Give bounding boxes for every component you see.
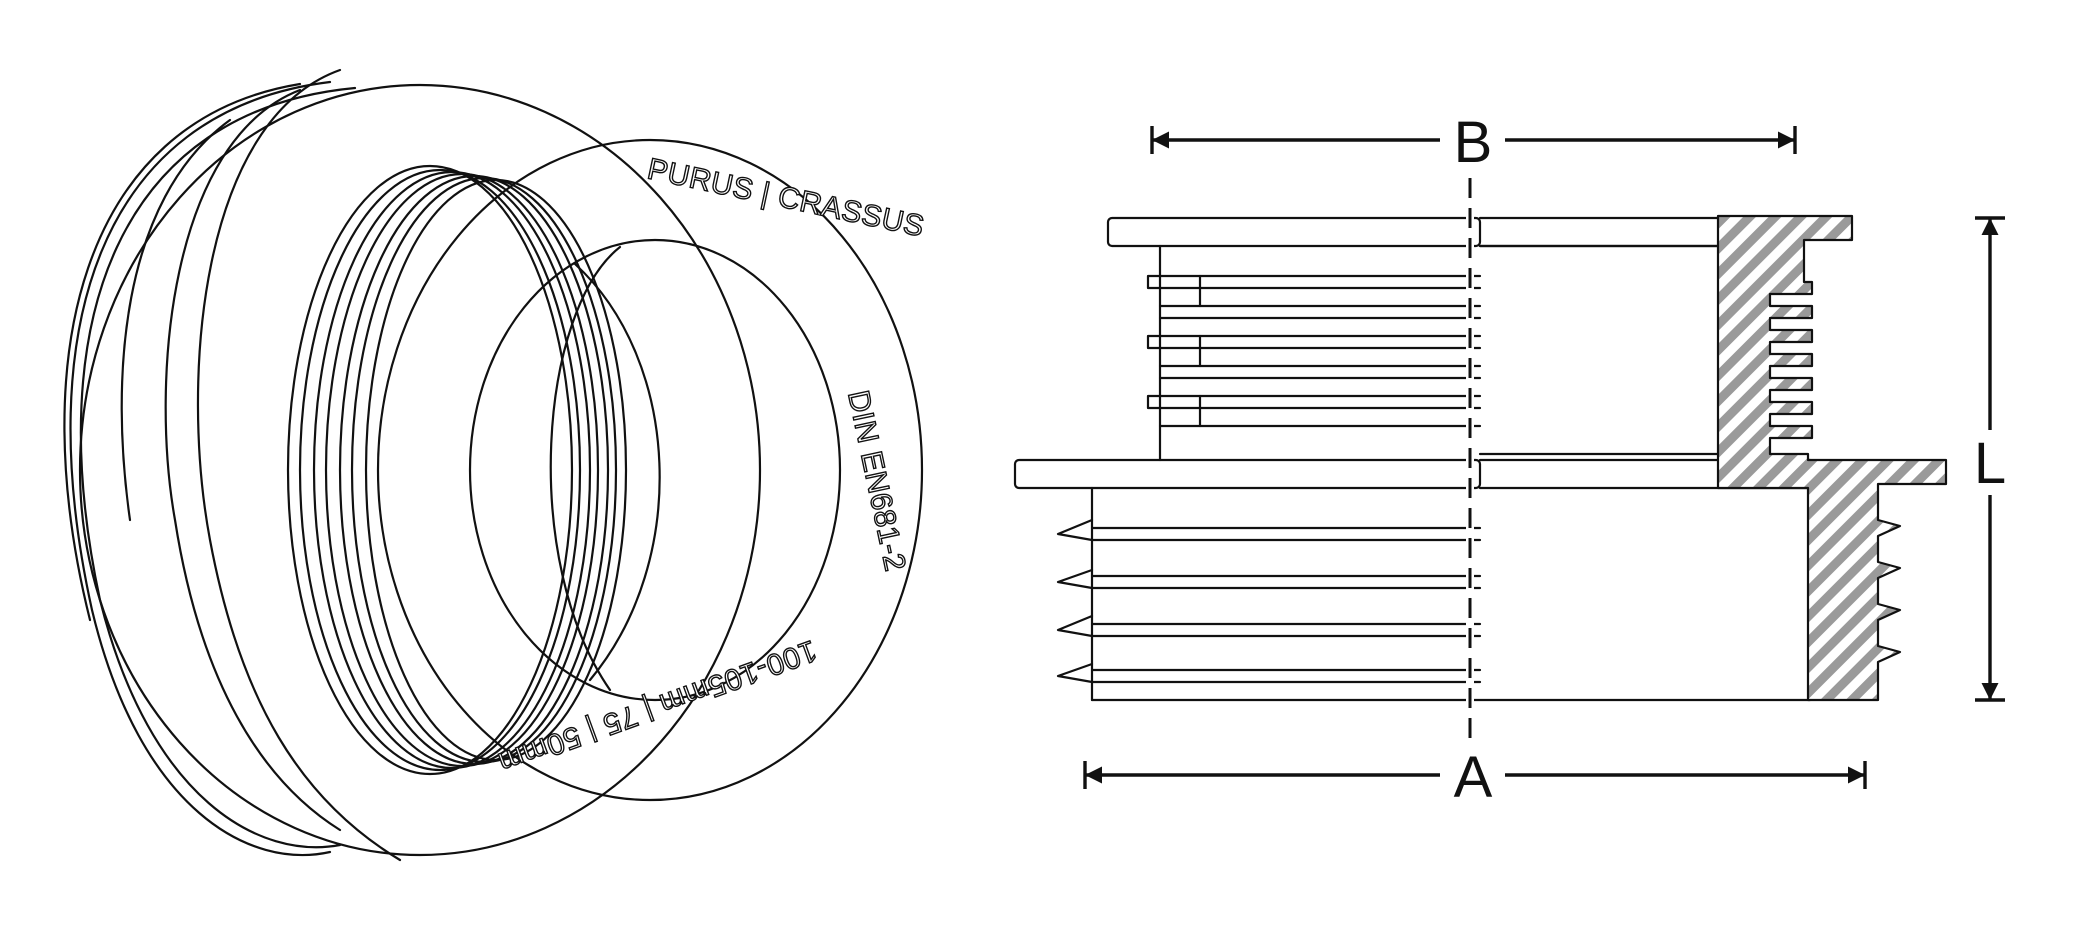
dimension-a-label: A [1454,745,1493,810]
upper-flange [1106,216,1482,248]
back-ring-1 [79,86,357,849]
inner-bore [468,238,842,702]
back-ring-4 [120,118,232,522]
dimension-b: B [1150,110,1797,175]
lower-ribs [1056,486,1812,702]
standard-text: DIN EN681-2 [841,388,912,575]
dimension-l-label: L [1974,431,2006,496]
upper-ribs [1146,244,1737,462]
front-face [376,138,924,802]
back-ring-3 [63,82,302,622]
bore-inner-curve [573,262,661,682]
dimension-l: L [1974,216,2006,702]
back-ring-5 [164,88,342,832]
outer-flange-ring [78,83,762,857]
dimension-b-label: B [1454,110,1493,175]
hatched-section-profile [1716,214,1948,702]
back-ring-2 [69,80,332,857]
bore-inner-edge [549,245,622,692]
embossed-text: PURUS | CRASSUS DIN EN681-2 100-105mm | … [493,152,928,780]
ribbed-barrel [286,164,628,776]
back-ring-6 [196,68,402,862]
lower-flange [1013,458,1482,490]
isometric-product-view: PURUS | CRASSUS DIN EN681-2 100-105mm | … [63,68,928,862]
dimension-a: A [1083,745,1867,810]
cross-section-view: B A L [1013,110,2006,810]
